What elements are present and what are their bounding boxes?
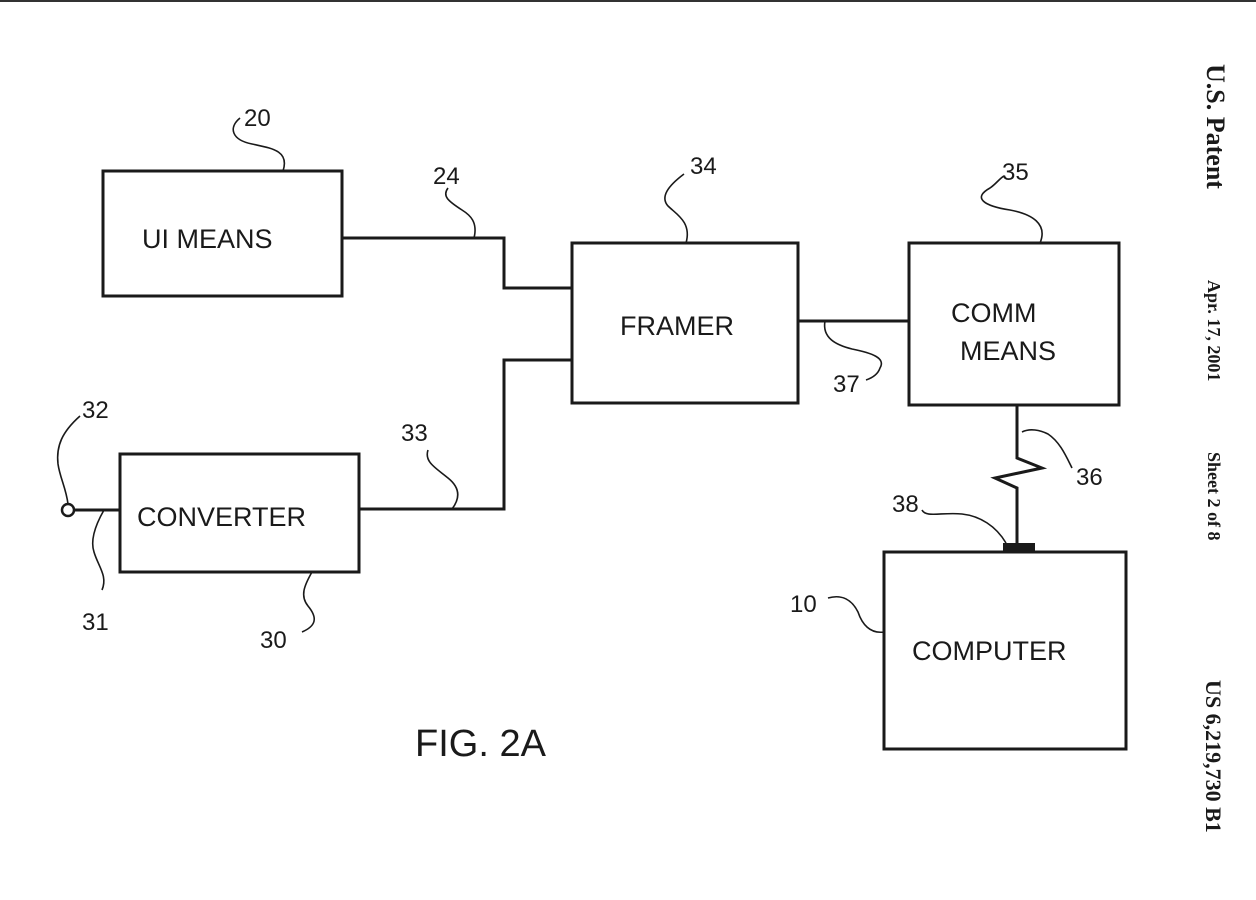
computer-box	[882, 550, 1128, 751]
ref-30: 30	[260, 627, 287, 654]
patent-number: US 6,219,730 B1	[1201, 680, 1226, 833]
ui-means-box	[101, 169, 344, 298]
ref-31: 31	[82, 609, 109, 636]
leader-34	[664, 173, 689, 244]
line-33	[359, 358, 572, 511]
leader-30	[301, 571, 315, 633]
figure-label: FIG. 2A	[415, 723, 547, 765]
leader-35	[980, 175, 1043, 244]
ref-35: 35	[1002, 159, 1029, 186]
ref-34: 34	[690, 153, 717, 180]
ui-means-label: UI MEANS	[142, 224, 273, 254]
leader-33	[426, 449, 459, 510]
comm-means-box	[907, 241, 1121, 407]
patent-sheet: Sheet 2 of 8	[1204, 452, 1224, 541]
ref-33: 33	[401, 420, 428, 447]
ref-37: 37	[833, 371, 860, 398]
framer-block: FRAMER	[570, 241, 800, 405]
converter-box	[118, 452, 361, 574]
leader-37	[823, 320, 883, 381]
leader-20	[232, 117, 286, 172]
leader-36	[1021, 429, 1073, 469]
ref-32: 32	[82, 397, 109, 424]
input-terminal-32	[60, 502, 76, 518]
leader-24	[444, 187, 476, 239]
leader-31	[91, 509, 105, 591]
ref-36: 36	[1076, 464, 1103, 491]
leader-32	[56, 415, 81, 505]
framer-box	[570, 241, 800, 405]
port-38	[1003, 543, 1035, 552]
computer-label: COMPUTER	[912, 636, 1067, 666]
converter-label: CONVERTER	[137, 502, 306, 532]
computer-block: COMPUTER	[882, 550, 1128, 751]
line-24	[342, 236, 572, 290]
patent-date: Apr. 17, 2001	[1204, 280, 1224, 381]
ui-means-block: UI MEANS	[101, 169, 344, 298]
framer-label: FRAMER	[620, 311, 734, 341]
comm-means-label-line2: MEANS	[960, 336, 1056, 366]
comm-means-label-line1: COMM	[951, 298, 1036, 328]
ref-20: 20	[244, 105, 271, 132]
patent-title: U.S. Patent	[1201, 64, 1230, 189]
link-36	[990, 405, 1048, 545]
converter-block: CONVERTER	[118, 452, 361, 574]
leader-38	[921, 509, 1007, 544]
ref-38: 38	[892, 491, 919, 518]
ref-10: 10	[790, 591, 817, 618]
comm-means-block: COMM MEANS	[907, 241, 1121, 407]
ref-24: 24	[433, 163, 460, 190]
leader-10	[827, 596, 885, 634]
